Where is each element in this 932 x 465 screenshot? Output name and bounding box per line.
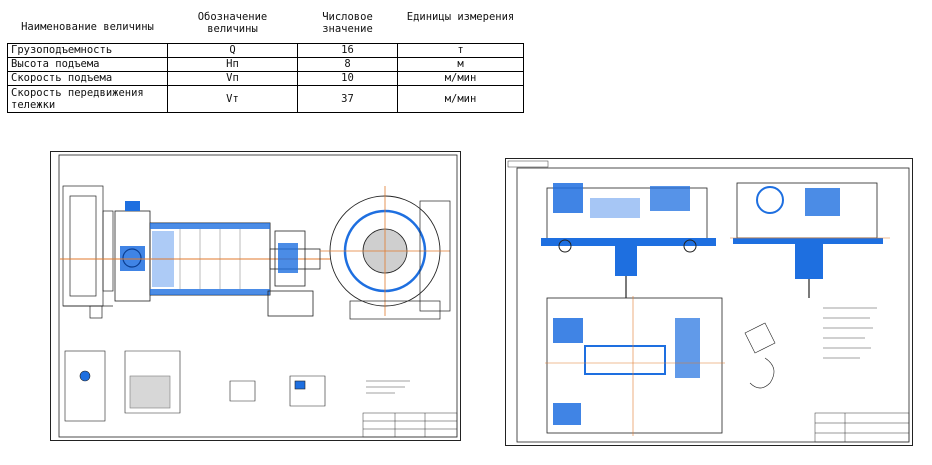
row-name: Скорость подъема — [7, 71, 168, 86]
drawing-sheet-trolley-general-view — [505, 158, 913, 446]
row-unit: м — [397, 57, 524, 72]
left-support-block — [62, 185, 114, 319]
row-unit: м/мин — [397, 85, 524, 113]
table-header-row: Наименование величины Обозначение величи… — [7, 9, 524, 44]
row-symbol: Q — [167, 43, 298, 58]
sheet-tab — [507, 160, 549, 168]
row-unit: т — [397, 43, 524, 58]
trolley-side-view — [730, 182, 890, 298]
header-value: Числовое значение — [297, 9, 398, 44]
title-block — [362, 412, 458, 438]
row-unit: м/мин — [397, 71, 524, 86]
header-unit: Единицы измерения — [397, 9, 524, 44]
row-symbol: Vт — [167, 85, 298, 113]
table-row: Грузоподъемность Q 16 т — [7, 43, 524, 58]
row-name: Скорость передвижения тележки — [7, 85, 168, 113]
row-symbol: Vп — [167, 71, 298, 86]
row-symbol: Hп — [167, 57, 298, 72]
header-quantity-name: Наименование величины — [7, 9, 168, 44]
end-view-disk — [320, 186, 451, 320]
row-value: 16 — [297, 43, 398, 58]
detail-views — [64, 350, 326, 422]
header-symbol: Обозначение величины — [167, 9, 298, 44]
table-row: Скорость передвижения тележки Vт 37 м/ми… — [7, 85, 524, 113]
row-value: 8 — [297, 57, 398, 72]
sheet-border — [505, 158, 913, 446]
row-value: 37 — [297, 85, 398, 113]
trolley-front-view — [541, 183, 716, 298]
technical-notes — [823, 307, 877, 359]
trolley-plan-view — [545, 296, 725, 436]
sheet-frame — [516, 167, 910, 443]
right-bearing — [267, 230, 314, 317]
technical-notes — [366, 380, 410, 394]
hook-detail — [744, 322, 776, 389]
table-row: Скорость подъема Vп 10 м/мин — [7, 71, 524, 86]
row-name: Высота подъема — [7, 57, 168, 72]
left-bearing — [114, 201, 151, 302]
row-name: Грузоподъемность — [7, 43, 168, 58]
row-value: 10 — [297, 71, 398, 86]
sheet-frame — [58, 154, 458, 438]
drawing-sheet-drum-assembly — [50, 151, 461, 441]
sheet-border — [50, 151, 461, 441]
table-row: Высота подъема Hп 8 м — [7, 57, 524, 72]
spec-table: Наименование величины Обозначение величи… — [7, 9, 524, 113]
title-block — [814, 412, 910, 443]
